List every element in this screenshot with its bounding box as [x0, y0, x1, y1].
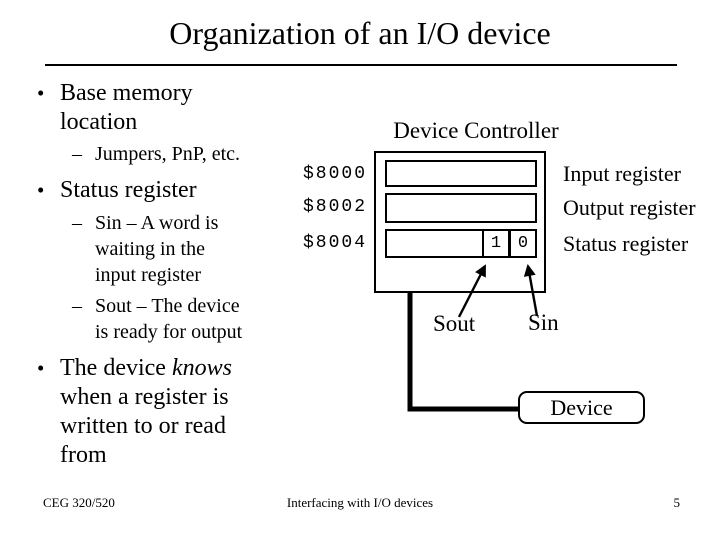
bullet-line-italic: knows [171, 355, 232, 381]
bullet-text: Status register [60, 176, 197, 205]
bullet-text: Base memory location [60, 79, 193, 137]
bullet-base-memory: • Base memory location [30, 79, 286, 137]
status-register-label: Status register [563, 231, 689, 256]
bullet-line: The device knows [60, 354, 232, 383]
sub-bullet-sin: – Sin – A word is waiting in the input r… [30, 210, 286, 288]
address-8000: $8000 [302, 164, 367, 184]
input-register-label: Input register [563, 161, 681, 186]
device-controller-title: Device Controller [393, 118, 559, 143]
device-controller-box [374, 151, 546, 293]
bullet-icon: • [37, 356, 45, 380]
sub-bullet-line: Sin – A word is [95, 212, 219, 234]
title-underline [45, 64, 677, 66]
dash-icon: – [72, 295, 82, 317]
device-label: Device [550, 394, 613, 420]
sub-bullet-line: is ready for output [95, 321, 243, 343]
bullet-line: location [60, 109, 138, 135]
bullet-status-register: • Status register [30, 176, 286, 205]
bullet-line: from [60, 442, 107, 468]
sub-bullet-text: Jumpers, PnP, etc. [95, 141, 240, 167]
bullet-line: Base memory [60, 80, 193, 106]
sub-bullet-line: Sout – The device [95, 295, 240, 317]
bullet-icon: • [37, 178, 45, 202]
page-title: Organization of an I/O device [169, 15, 551, 51]
status-bit-sin: 0 [509, 229, 537, 258]
bullet-line: written to or read [60, 413, 226, 439]
output-register-label: Output register [563, 195, 696, 220]
footer-page-number: 5 [673, 495, 681, 510]
sub-bullet-jumpers: – Jumpers, PnP, etc. [30, 141, 286, 167]
sub-bullet-line: Jumpers, PnP, etc. [95, 143, 240, 165]
address-8004: $8004 [302, 233, 367, 253]
device-bus-line [407, 291, 518, 412]
sub-bullet-text: Sout – The device is ready for output [95, 293, 242, 345]
bullet-line: Status register [60, 177, 197, 203]
bullet-list: • Base memory location – Jumpers, PnP, e… [30, 79, 286, 470]
dash-icon: – [72, 143, 82, 165]
footer-course: CEG 320/520 [43, 495, 115, 510]
footer-title: Interfacing with I/O devices [286, 495, 434, 510]
input-register-box [385, 160, 537, 187]
bullet-icon: • [37, 81, 45, 105]
bullet-line: when a register is [60, 384, 229, 410]
dash-icon: – [72, 212, 82, 234]
status-bit-sout: 1 [482, 229, 510, 258]
bullet-text: The device knows when a register is writ… [60, 354, 232, 470]
device-box: Device [518, 391, 645, 424]
sub-bullet-line: waiting in the [95, 238, 205, 260]
bullet-device-knows: • The device knows when a register is wr… [30, 354, 286, 470]
sub-bullet-text: Sin – A word is waiting in the input reg… [95, 210, 218, 288]
address-8002: $8002 [302, 197, 367, 217]
sub-bullet-sout: – Sout – The device is ready for output [30, 293, 286, 345]
sub-bullet-line: input register [95, 264, 202, 286]
sout-signal-label: Sout [433, 311, 476, 336]
sin-signal-label: Sin [528, 310, 559, 335]
bullet-line-normal: The device [60, 355, 172, 381]
output-register-box [385, 193, 537, 223]
